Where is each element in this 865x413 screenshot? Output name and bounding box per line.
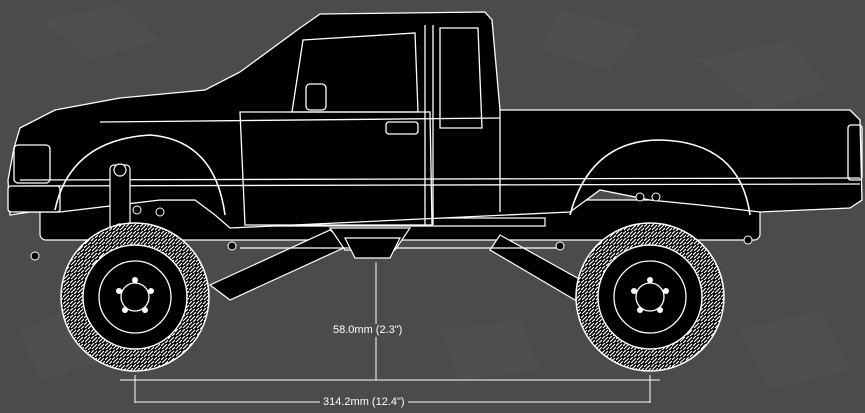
front-wheel: [60, 222, 210, 372]
background-texture: [20, 5, 850, 390]
wheelbase-label: 314.2mm (12.4"): [320, 396, 408, 409]
skid-plate: [344, 237, 401, 259]
truck-body: [7, 11, 863, 229]
bolts: [30, 192, 753, 261]
ground-clearance-label: 58.0mm (2.3"): [330, 324, 406, 337]
rear-wheel: [575, 222, 725, 372]
